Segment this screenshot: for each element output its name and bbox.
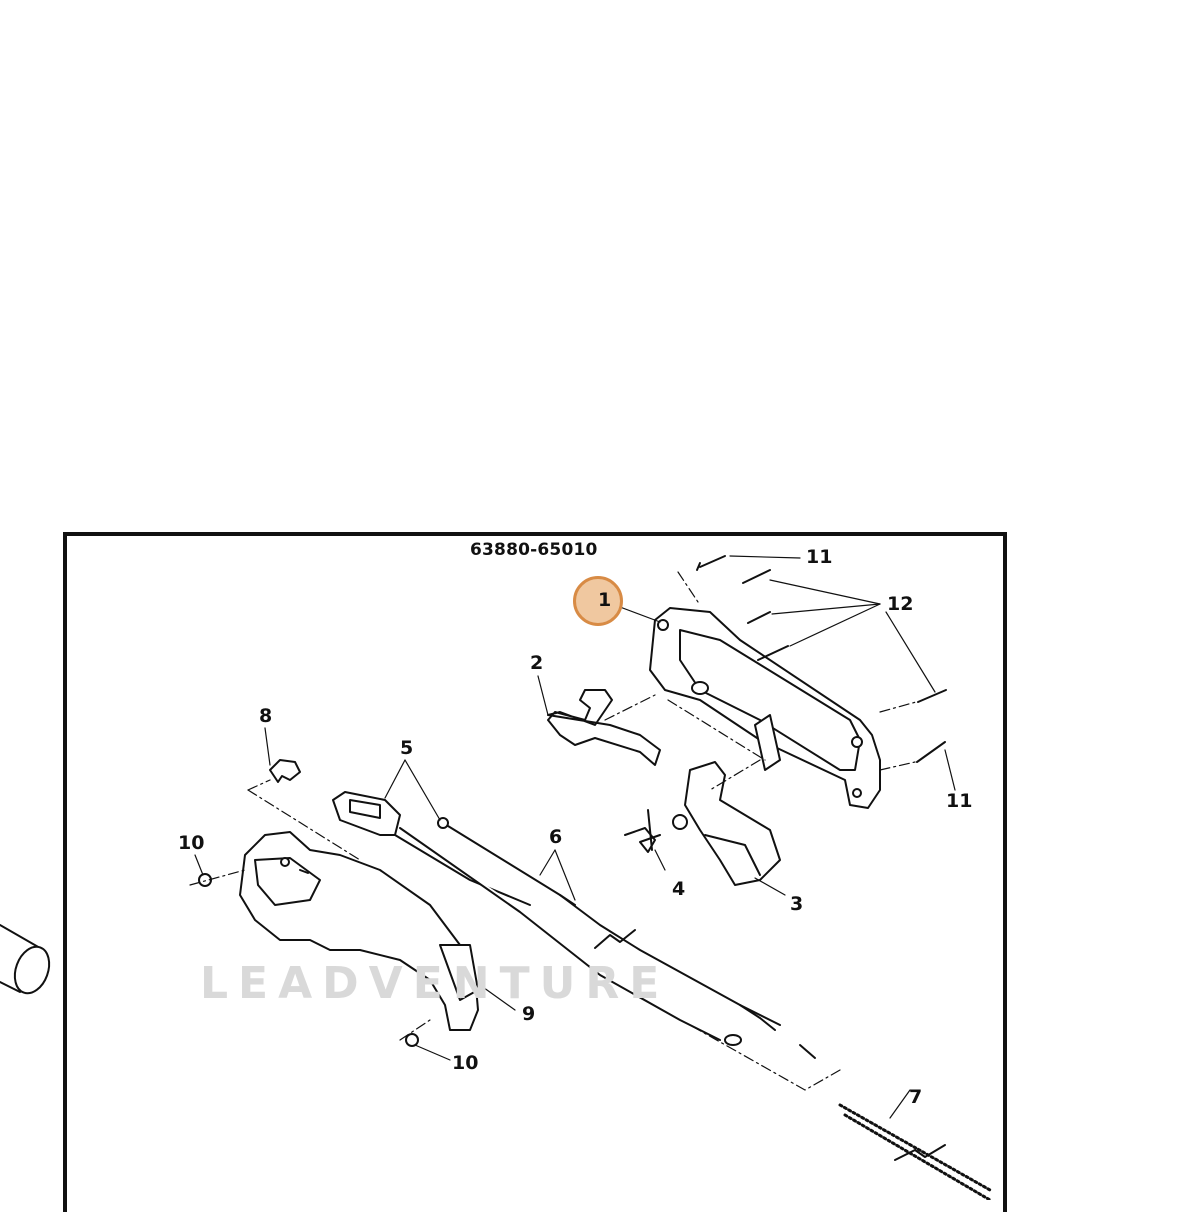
watermark: LEADVENTURE <box>200 958 670 1009</box>
clip-part-8 <box>269 759 301 783</box>
part-number-label: 63880-65010 <box>470 540 598 560</box>
callout-2[interactable]: 2 <box>530 652 544 674</box>
cylinder-shaft <box>0 924 51 995</box>
trigger-part-2 <box>547 689 661 766</box>
switch-part-5 <box>332 791 721 1041</box>
cable-part-6 <box>437 817 816 1059</box>
callout-8[interactable]: 8 <box>259 705 273 727</box>
callout-12[interactable]: 12 <box>887 593 914 615</box>
handle-part-9 <box>239 831 479 1031</box>
spring-part-4 <box>624 809 661 853</box>
diagram-frame <box>63 532 1007 1212</box>
alignment-lines <box>189 571 917 1091</box>
callout-10-bottom[interactable]: 10 <box>452 1052 479 1074</box>
callout-3[interactable]: 3 <box>790 893 804 915</box>
leader-lines <box>194 555 956 1119</box>
callout-5[interactable]: 5 <box>400 737 414 759</box>
callout-11-bottom[interactable]: 11 <box>946 790 973 812</box>
callout-7[interactable]: 7 <box>909 1086 923 1108</box>
callout-4[interactable]: 4 <box>672 878 686 900</box>
callout-9[interactable]: 9 <box>522 1003 536 1025</box>
housing-part-1 <box>649 607 881 809</box>
callout-10-top[interactable]: 10 <box>178 832 205 854</box>
callout-6[interactable]: 6 <box>549 826 563 848</box>
lever-part-3 <box>672 761 781 886</box>
callout-11-top[interactable]: 11 <box>806 546 833 568</box>
callout-1[interactable]: 1 <box>598 589 612 611</box>
highlighted-callout-marker[interactable] <box>573 576 623 626</box>
screws <box>696 555 947 763</box>
spring-cable-part-7 <box>838 1103 992 1200</box>
nuts <box>198 873 419 1047</box>
